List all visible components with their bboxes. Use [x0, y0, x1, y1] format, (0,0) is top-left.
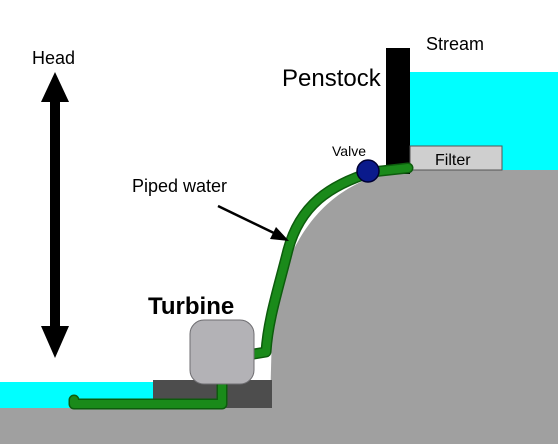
head-arrow-down-icon — [41, 326, 69, 358]
piped-water-label: Piped water — [132, 176, 227, 196]
turbine-label: Turbine — [148, 293, 234, 320]
valve-label: Valve — [332, 143, 366, 159]
penstock-column — [386, 48, 410, 174]
hill-ground — [0, 170, 558, 444]
head-label: Head — [32, 48, 75, 68]
turbine-body — [189, 319, 255, 385]
pipe-lower — [70, 378, 226, 408]
pipe-upper — [250, 164, 412, 358]
penstock-label: Penstock — [282, 65, 382, 92]
filter-label: Filter — [435, 152, 471, 169]
piped-water-arrowhead-icon — [270, 227, 289, 241]
valve-icon — [356, 159, 380, 183]
head-arrow-up-icon — [41, 72, 69, 102]
filter-box — [409, 145, 503, 171]
stream-label: Stream — [426, 34, 484, 54]
piped-water-arrow — [217, 204, 277, 236]
